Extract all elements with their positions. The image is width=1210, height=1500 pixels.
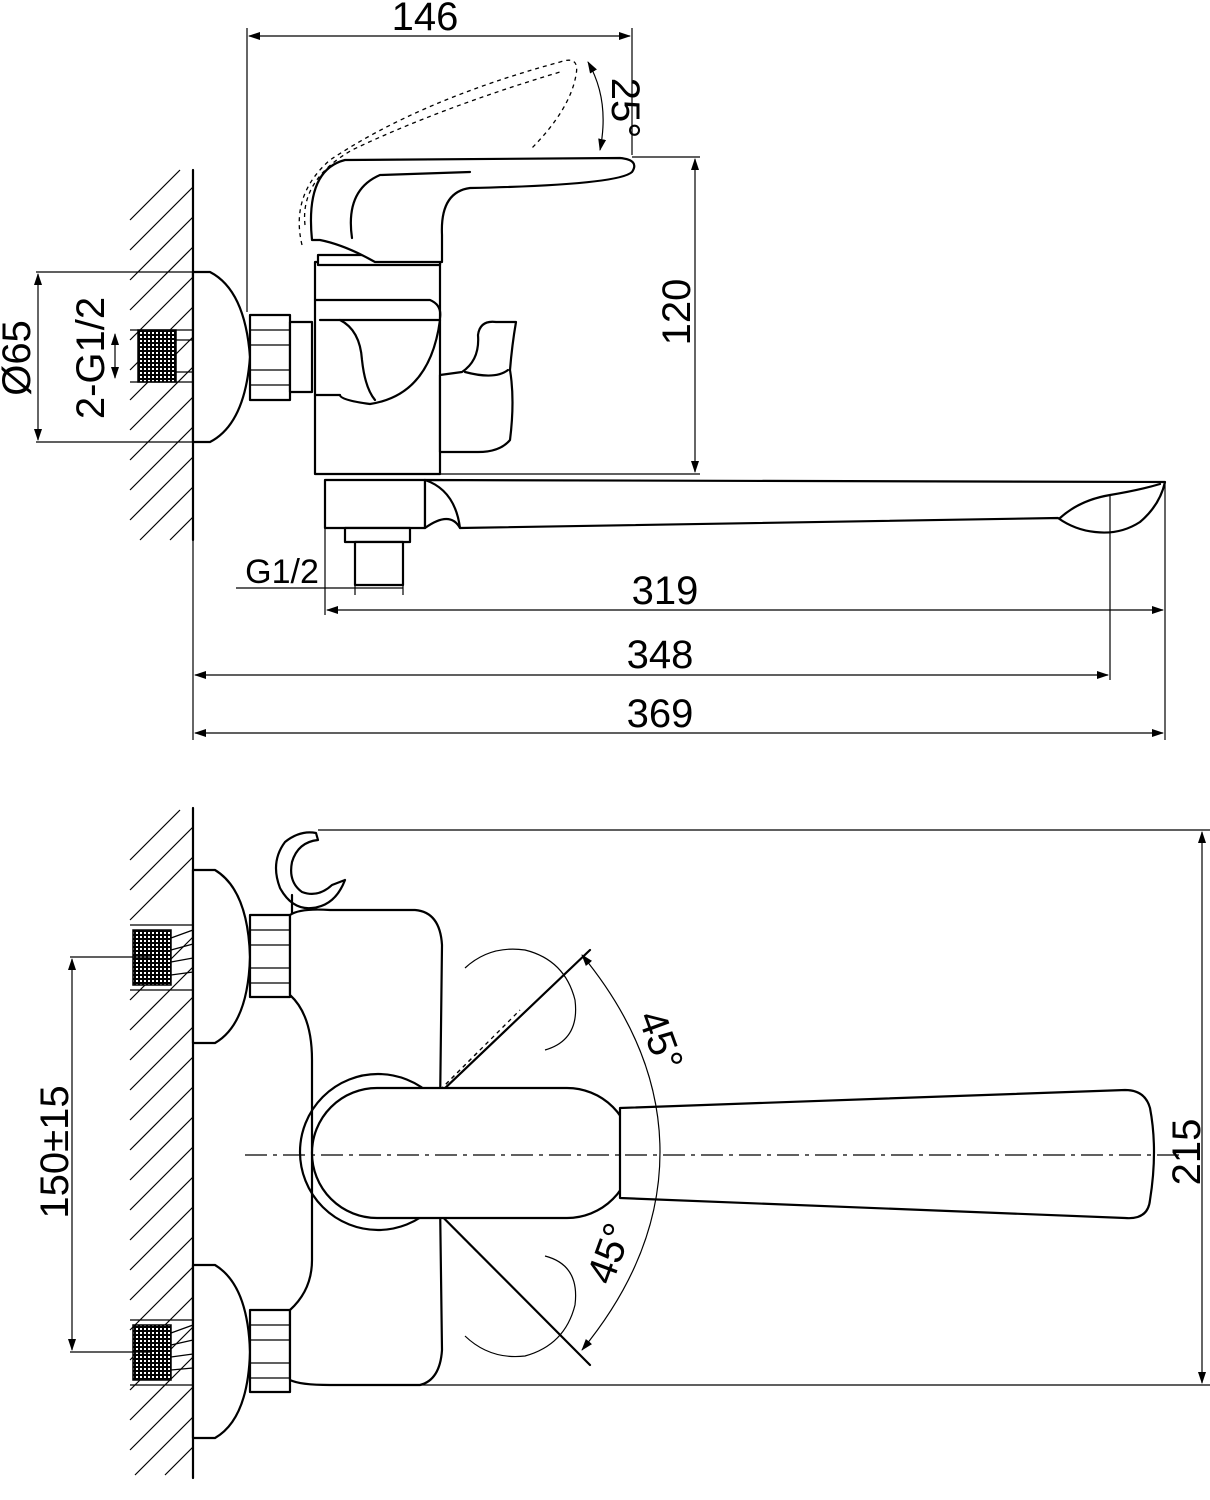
top-flange-upper (191, 868, 252, 1045)
dim-depth: 215 (1165, 1119, 1209, 1186)
side-inlet-pipe (130, 329, 193, 383)
top-hook (274, 831, 347, 910)
top-hex-nut-lower (248, 1308, 292, 1394)
dim-spout-reach: 319 (632, 569, 699, 613)
side-flange (191, 270, 252, 444)
dim-swivel-angle-bottom: 45° (579, 1218, 641, 1290)
dim-centre-distance: 150±15 (33, 1085, 77, 1218)
dim-overall-length: 369 (627, 692, 694, 736)
top-view: 150±15 215 45° 45° (33, 806, 1210, 1480)
top-flange-lower (191, 1263, 252, 1440)
side-lever (309, 156, 636, 264)
side-dimension-lines (34, 32, 1164, 737)
side-body (313, 253, 442, 476)
top-dimension-lines (68, 831, 1206, 1384)
side-diverter-knob (438, 320, 518, 454)
top-swivel-arc (581, 954, 661, 1351)
dim-flange-diameter: Ø65 (0, 320, 39, 396)
top-hex-nut-upper (248, 913, 292, 999)
side-extension-lines (36, 28, 1166, 740)
dim-top-width: 146 (392, 0, 459, 39)
side-view: 146 25° 120 Ø65 2-G1/2 G1/2 319 348 369 (0, 0, 1167, 740)
dim-reach-to-outlet: 348 (627, 633, 694, 677)
top-lever-handle (310, 1086, 634, 1220)
dim-lever-angle: 25° (603, 78, 647, 139)
dim-outlet-thread: G1/2 (245, 553, 319, 591)
dim-swivel-angle-top: 45° (629, 1005, 691, 1077)
side-spout (323, 478, 1167, 587)
dim-height: 120 (655, 279, 699, 346)
top-spout (618, 1088, 1156, 1220)
top-extension-lines (70, 829, 1210, 1386)
top-inlet-lower (130, 1319, 194, 1386)
top-inlet-upper (130, 924, 194, 991)
side-hex-nut (248, 313, 314, 402)
dim-inlet-thread: 2-G1/2 (69, 297, 113, 419)
